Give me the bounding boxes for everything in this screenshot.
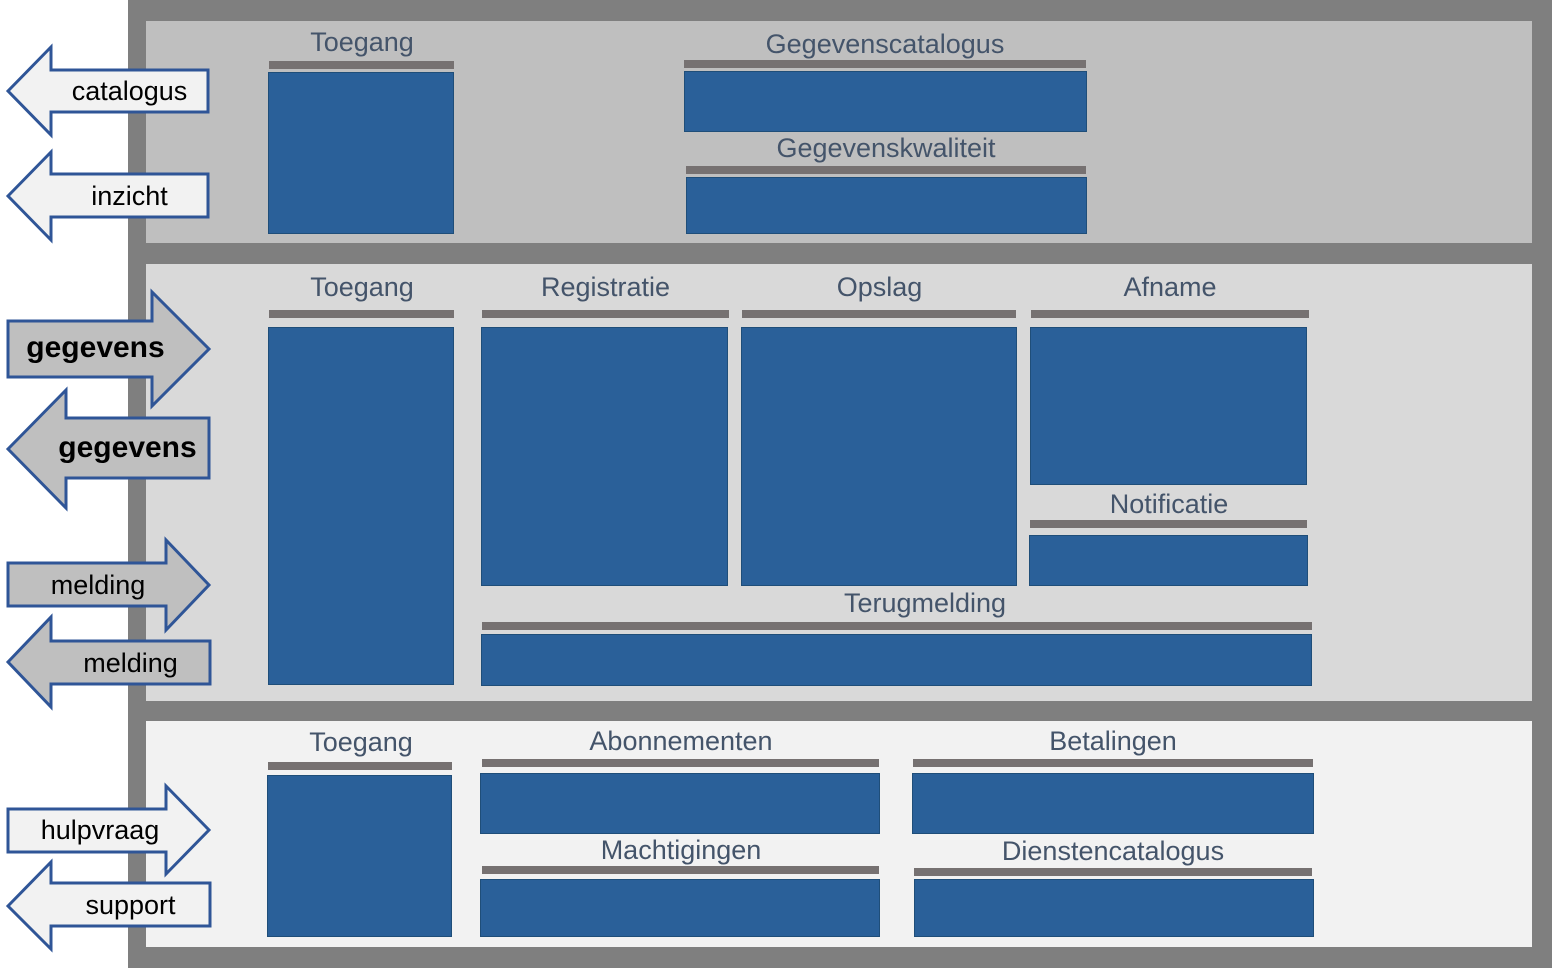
bar-toegang-bottom bbox=[268, 762, 452, 770]
component-abonnementen bbox=[480, 773, 880, 834]
component-notificatie bbox=[1029, 535, 1308, 586]
arrow-left-icon bbox=[5, 386, 211, 512]
bar-toegang-top bbox=[269, 61, 454, 69]
arrow-right-icon bbox=[6, 536, 212, 634]
bar-opslag bbox=[742, 310, 1016, 318]
component-opslag bbox=[741, 327, 1017, 586]
component-label-dienstencatalogus: Dienstencatalogus bbox=[1001, 836, 1225, 866]
arrow-label-melding-in: melding bbox=[50, 570, 146, 600]
arrow-hulpvraag: hulpvraag bbox=[6, 782, 212, 878]
component-machtigingen bbox=[480, 879, 880, 937]
bar-betalingen bbox=[913, 759, 1313, 767]
component-label-registratie: Registratie bbox=[540, 272, 671, 302]
component-label-afname: Afname bbox=[1123, 272, 1217, 302]
bar-gegevenskwaliteit bbox=[686, 166, 1086, 174]
component-label-machtigingen: Machtigingen bbox=[600, 835, 762, 865]
arrow-label-melding-out: melding bbox=[83, 648, 178, 678]
component-label-notificatie: Notificatie bbox=[1109, 489, 1229, 519]
component-toegang-bottom bbox=[267, 775, 452, 937]
arrow-right-icon bbox=[6, 288, 212, 410]
arrow-left-icon bbox=[5, 43, 210, 139]
bar-dienstencatalogus bbox=[914, 868, 1312, 876]
component-afname bbox=[1030, 327, 1307, 485]
arrow-label-catalogus: catalogus bbox=[71, 76, 188, 106]
bar-gegevenscatalogus bbox=[684, 60, 1086, 68]
arrow-catalogus: catalogus bbox=[5, 43, 210, 139]
component-toegang-top bbox=[268, 72, 454, 234]
bar-abonnementen bbox=[482, 759, 879, 767]
arrow-label-gegevens-out: gegevens bbox=[58, 431, 197, 464]
arrow-left-icon bbox=[5, 858, 212, 953]
bar-afname bbox=[1031, 310, 1309, 318]
component-registratie bbox=[481, 327, 728, 586]
component-label-toegang-top: Toegang bbox=[310, 27, 414, 57]
component-label-abonnementen: Abonnementen bbox=[589, 726, 773, 756]
arrow-support: support bbox=[5, 858, 212, 953]
component-gegevenscatalogus bbox=[684, 71, 1087, 132]
component-label-toegang-bottom: Toegang bbox=[309, 727, 413, 757]
arrow-label-inzicht: inzicht bbox=[91, 181, 168, 211]
arrow-left-icon bbox=[5, 613, 212, 711]
component-gegevenskwaliteit bbox=[686, 177, 1087, 234]
component-label-toegang-middle: Toegang bbox=[310, 272, 414, 302]
component-betalingen bbox=[912, 773, 1314, 834]
arrow-melding-out: melding bbox=[5, 613, 212, 711]
component-label-betalingen: Betalingen bbox=[1049, 726, 1177, 756]
bar-machtigingen bbox=[482, 866, 879, 874]
component-toegang-middle bbox=[268, 327, 454, 685]
component-dienstencatalogus bbox=[914, 879, 1314, 937]
arrow-gegevens-out: gegevens bbox=[5, 386, 212, 512]
component-label-terugmelding: Terugmelding bbox=[843, 588, 1007, 618]
bar-terugmelding bbox=[482, 622, 1312, 630]
bar-toegang-middle bbox=[269, 310, 454, 318]
bar-registratie bbox=[482, 310, 729, 318]
arrow-left-icon bbox=[5, 148, 210, 244]
component-terugmelding bbox=[481, 634, 1312, 686]
arrow-gegevens-in: gegevens bbox=[6, 288, 212, 410]
component-label-opslag: Opslag bbox=[836, 272, 923, 302]
bar-notificatie bbox=[1030, 520, 1307, 528]
arrow-inzicht: inzicht bbox=[5, 148, 210, 244]
arrow-right-icon bbox=[6, 782, 212, 878]
arrow-label-hulpvraag: hulpvraag bbox=[40, 815, 160, 845]
arrow-label-gegevens-in: gegevens bbox=[26, 331, 165, 364]
component-label-gegevenscatalogus: Gegevenscatalogus bbox=[765, 29, 1005, 59]
arrow-melding-in: melding bbox=[6, 536, 212, 634]
arrow-label-support: support bbox=[85, 890, 176, 920]
component-label-gegevenskwaliteit: Gegevenskwaliteit bbox=[776, 133, 996, 163]
